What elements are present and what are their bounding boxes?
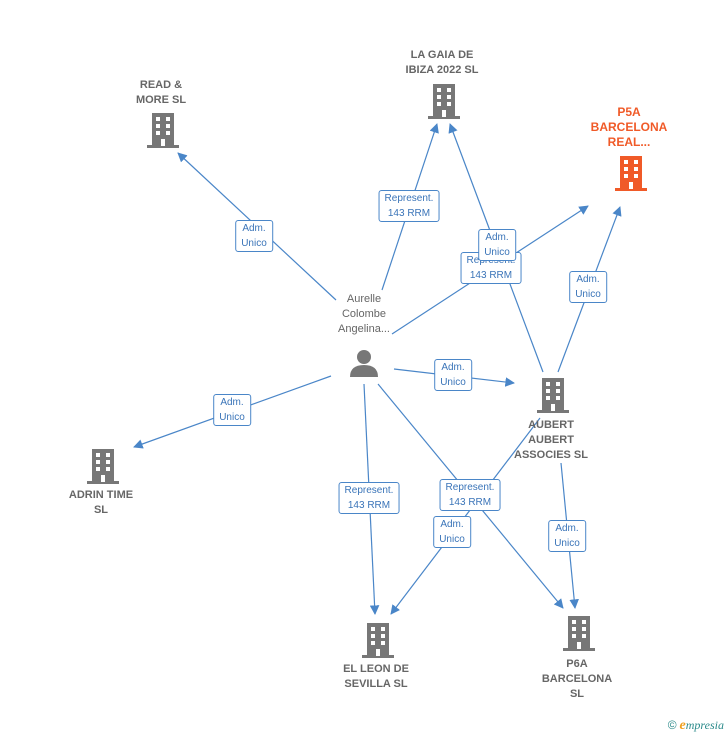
person-icon[interactable] (350, 350, 378, 377)
edge-label-adm-unico[interactable]: Adm.Unico (569, 271, 607, 303)
edge-label-represent[interactable]: Represent.143 RRM (338, 482, 400, 514)
read-more-label[interactable]: READ & MORE SL (135, 79, 187, 106)
edge-label-adm-unico[interactable]: Adm.Unico (478, 229, 516, 261)
edge-label-represent[interactable]: Represent.143 RRM (378, 190, 440, 222)
edge-label-represent[interactable]: Represent.143 RRM (439, 479, 501, 511)
p5a-label[interactable]: P5A BARCELONA REAL... (590, 105, 668, 149)
el-leon-building-icon[interactable] (362, 623, 394, 658)
p6a-label[interactable]: P6A BARCELONA SL (541, 658, 613, 700)
aubert-building-icon[interactable] (537, 378, 569, 413)
el-leon-label[interactable]: EL LEON DE SEVILLA SL (343, 663, 409, 690)
edge-label-adm-unico[interactable]: Adm.Unico (434, 359, 472, 391)
edge-label-adm-unico[interactable]: Adm.Unico (548, 520, 586, 552)
aubert-label[interactable]: AUBERT AUBERT ASSOCIES SL (514, 419, 588, 461)
p5a-building-icon[interactable] (615, 156, 647, 191)
edge-label-adm-unico[interactable]: Adm.Unico (235, 220, 273, 252)
edge-label-adm-unico[interactable]: Adm.Unico (213, 394, 251, 426)
adrin-building-icon[interactable] (87, 449, 119, 484)
la-gaia-label[interactable]: LA GAIA DE IBIZA 2022 SL (405, 49, 479, 76)
read-more-building-icon[interactable] (147, 113, 179, 148)
la-gaia-building-icon[interactable] (428, 84, 460, 119)
p6a-building-icon[interactable] (563, 616, 595, 651)
person-label[interactable]: Aurelle Colombe Angelina... (338, 293, 390, 335)
empresia-logo[interactable]: ©empresia (667, 718, 724, 733)
edge-label-adm-unico[interactable]: Adm.Unico (433, 516, 471, 548)
adrin-label[interactable]: ADRIN TIME SL (68, 489, 134, 516)
copyright-icon: © (667, 718, 677, 732)
